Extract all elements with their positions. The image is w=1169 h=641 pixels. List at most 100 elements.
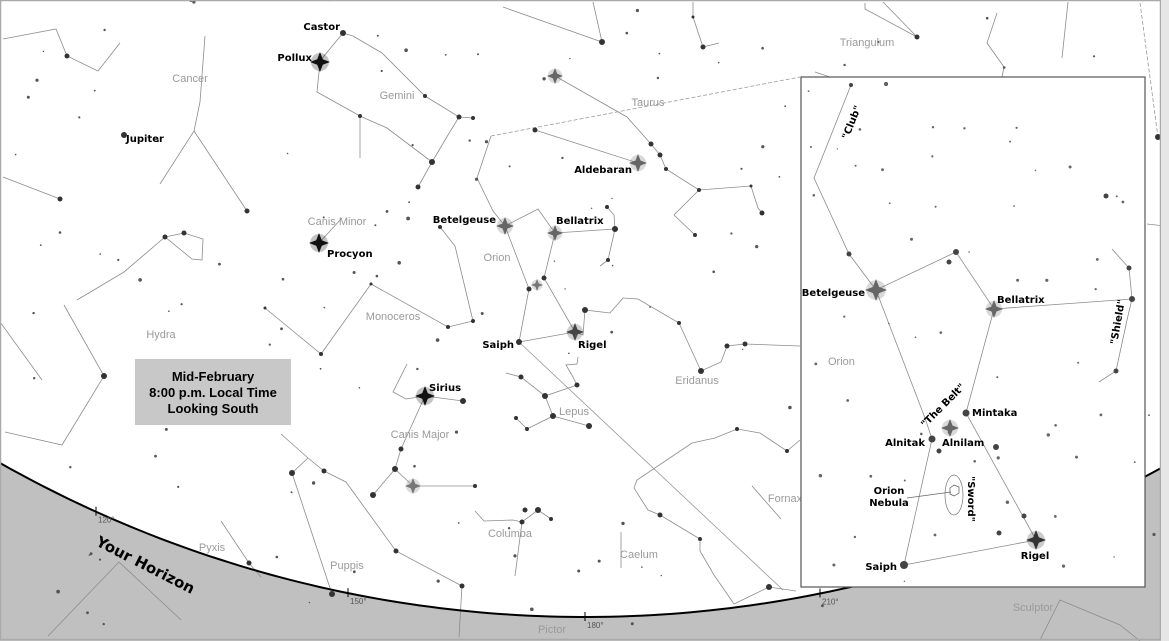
nebula-label-line2: Nebula <box>869 498 909 509</box>
faint-star <box>268 343 271 346</box>
star-dot <box>289 470 295 476</box>
constellation-line <box>633 487 797 605</box>
inset-faint-star <box>836 148 839 150</box>
faint-star <box>408 201 410 204</box>
inset-star-dot <box>953 249 959 255</box>
faint-star <box>435 338 440 342</box>
star-dot <box>369 282 373 286</box>
inset-faint-star <box>807 90 810 92</box>
star-dot <box>693 233 697 237</box>
inset-star-dot <box>1129 296 1135 302</box>
inset-star-label: Saiph <box>865 562 897 573</box>
star-dot <box>582 307 588 313</box>
inset-faint-star <box>939 331 943 334</box>
bright-star-icon <box>547 68 563 84</box>
faint-star <box>380 69 383 73</box>
sword-ellipse <box>944 474 964 516</box>
inset-star-dot <box>1103 193 1109 199</box>
inset-faint-star <box>846 399 850 402</box>
faint-star <box>138 278 142 282</box>
inset-faint-star <box>832 563 836 567</box>
inset-faint-star <box>1113 556 1115 558</box>
constellation-line <box>417 116 460 188</box>
inset-faint-star <box>914 336 917 339</box>
faint-star <box>730 232 733 235</box>
faint-star <box>86 611 89 615</box>
info-direction: Looking South <box>168 401 259 416</box>
faint-star <box>508 165 511 168</box>
faint-star <box>755 245 759 249</box>
inset-faint-star <box>1133 461 1136 464</box>
inset-faint-star <box>968 251 970 253</box>
bright-star-icon <box>566 323 584 341</box>
constellation-line <box>372 468 396 496</box>
faint-star <box>635 8 640 13</box>
star-dot <box>415 184 421 190</box>
faint-star <box>117 258 120 261</box>
star-dot <box>759 210 765 216</box>
faint-star <box>761 46 764 50</box>
star-dot <box>446 325 450 329</box>
star-label: Betelgeuse <box>433 215 496 226</box>
star-dot <box>541 275 547 281</box>
star-dot <box>550 413 556 419</box>
right-margin <box>1161 0 1169 641</box>
faint-star <box>577 569 581 573</box>
info-date: Mid-February <box>172 369 255 384</box>
inset-star-dot <box>996 530 1002 536</box>
inset-faint-star <box>854 164 857 167</box>
bright-star-icon <box>1026 530 1046 550</box>
constellation-label: Orion <box>484 252 511 264</box>
faint-star <box>177 485 180 488</box>
faint-star <box>564 288 566 290</box>
faint-star <box>611 264 614 267</box>
faint-star <box>740 167 743 170</box>
star-dot <box>514 416 518 420</box>
faint-star <box>39 244 42 247</box>
faint-star <box>530 607 534 612</box>
faint-star <box>788 405 792 410</box>
inset-star-dot <box>1126 265 1132 271</box>
faint-star <box>985 16 989 20</box>
constellation-label: Hydra <box>146 329 176 341</box>
inset-faint-star <box>1046 433 1051 437</box>
faint-star <box>542 77 546 81</box>
star-label: Sirius <box>429 383 461 394</box>
faint-star <box>630 622 634 626</box>
inset-faint-star <box>858 128 862 131</box>
star-dot <box>525 427 529 431</box>
faint-star <box>1092 55 1096 58</box>
star-dot <box>766 584 772 590</box>
inset-faint-star <box>1036 555 1039 558</box>
star-dot <box>471 116 475 120</box>
faint-star <box>1002 66 1006 69</box>
constellation-line <box>633 428 801 489</box>
inset-faint-star <box>884 82 888 86</box>
inset-faint-star <box>996 456 1000 460</box>
star-dot <box>612 226 618 232</box>
star-dot <box>518 374 524 380</box>
constellation-line <box>574 297 801 372</box>
star-dot <box>429 159 435 165</box>
star-dot <box>605 205 609 209</box>
inset-faint-star <box>812 194 816 197</box>
star-dot <box>535 507 541 513</box>
faint-star <box>553 260 556 262</box>
constellation-label: Puppis <box>330 560 364 572</box>
inset-star-label: Alnilam <box>942 438 984 449</box>
constellation-line <box>1039 599 1141 641</box>
inset-faint-star <box>903 580 906 582</box>
bright-star-icon <box>531 279 543 291</box>
inset-faint-star <box>814 362 818 366</box>
faint-star <box>56 589 60 594</box>
star-dot <box>423 94 427 98</box>
inset-faint-star <box>1068 165 1072 169</box>
inset-star-label: Rigel <box>1021 551 1050 562</box>
inset-faint-star <box>973 460 976 463</box>
star-dot <box>321 468 327 474</box>
faint-star <box>42 50 45 53</box>
inset-faint-star <box>1121 200 1125 204</box>
horizon-ticks: 120°150°180°210° <box>95 506 839 630</box>
star-dot <box>522 507 528 513</box>
